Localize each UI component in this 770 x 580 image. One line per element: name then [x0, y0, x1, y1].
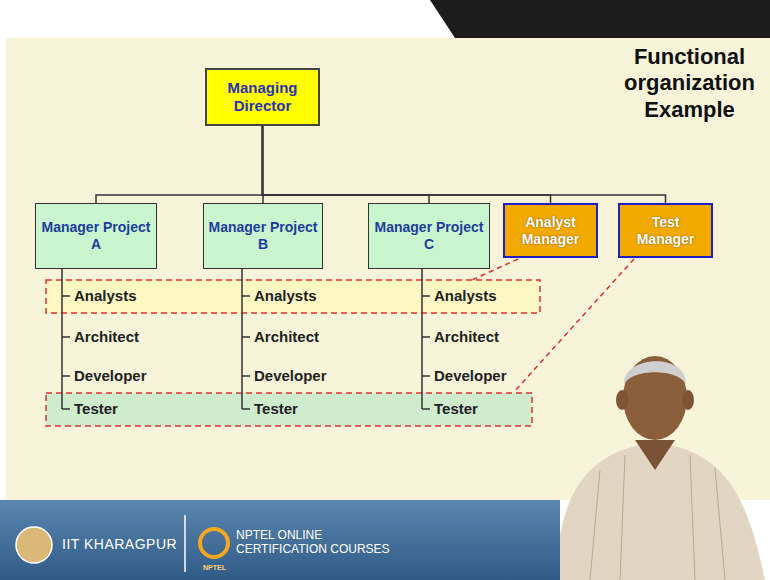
project-manager-box: Manager Project C: [368, 203, 490, 269]
staff-role: Tester: [254, 400, 298, 418]
institute-name: IIT KHARAGPUR: [62, 536, 177, 552]
staff-role: Analysts: [254, 287, 317, 305]
node-text: Manager Project B: [208, 219, 318, 253]
project-manager-box: Manager Project A: [35, 203, 157, 269]
director-box: Managing Director: [205, 68, 320, 126]
staff-role: Analysts: [434, 287, 497, 305]
footer-divider: [184, 515, 186, 572]
project-manager-box: Manager Project B: [203, 203, 323, 269]
node-text: Manager Project A: [40, 219, 152, 253]
node-text: Manager Project C: [373, 219, 485, 253]
presenter-figure: [555, 356, 765, 580]
staff-role: Architect: [434, 328, 499, 346]
org-connector: [263, 126, 430, 203]
staff-role: Analysts: [74, 287, 137, 305]
header-band: [430, 0, 770, 38]
analysts-group-band: [46, 280, 540, 313]
slide-panel: [6, 38, 770, 500]
staff-role: Architect: [74, 328, 139, 346]
course-banner: NPTEL ONLINE CERTIFICATION COURSES: [236, 528, 401, 557]
functional-manager-box: Test Manager: [618, 203, 713, 258]
footer-bar: [0, 500, 560, 580]
nptel-logo: [200, 529, 228, 557]
slide-title: Functional organization Example: [612, 44, 767, 123]
node-text: Test Manager: [624, 214, 707, 248]
functional-manager-box: Analyst Manager: [503, 203, 598, 258]
staff-role: Architect: [254, 328, 319, 346]
org-connector: [263, 126, 551, 203]
node-text: Analyst Manager: [509, 214, 592, 248]
iit-logo: [16, 527, 52, 563]
node-text: Managing Director: [211, 79, 314, 115]
logo-caption: NPTEL: [203, 564, 226, 571]
staff-role: Developer: [74, 367, 147, 385]
tester-group-band: [46, 393, 532, 426]
staff-role: Tester: [434, 400, 478, 418]
staff-role: Developer: [434, 367, 507, 385]
staff-role: Tester: [74, 400, 118, 418]
staff-role: Developer: [254, 367, 327, 385]
staff-tree-lines: [62, 269, 430, 409]
org-connector: [263, 126, 666, 203]
org-connector: [96, 126, 263, 203]
